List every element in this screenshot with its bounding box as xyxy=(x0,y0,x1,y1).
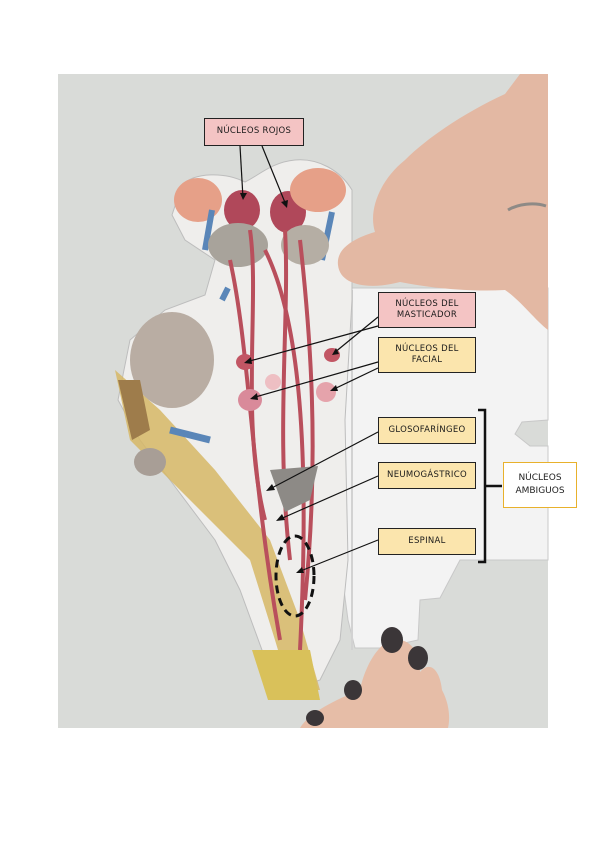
pointer-neumogastrico xyxy=(277,475,379,521)
label-nucleos-ambiguos: NÚCLEOS AMBIGUOS xyxy=(503,462,577,508)
label-nucleos-facial: NÚCLEOS DEL FACIAL xyxy=(378,337,476,373)
nucleus-spot-3 xyxy=(238,389,262,411)
nucleus-spot-5 xyxy=(265,374,281,390)
brown-fiber-left xyxy=(118,380,150,440)
grey-wedge xyxy=(270,466,318,512)
label-nucleos-masticador: NÚCLEOS DEL MASTICADOR xyxy=(378,292,476,328)
fingernail-3 xyxy=(344,680,362,700)
label-espinal: ESPINAL xyxy=(378,528,476,555)
label-neumogastrico: NEUMOGÁSTRICO xyxy=(378,462,476,489)
hand-top-right xyxy=(337,74,548,330)
pointer-facial-2 xyxy=(331,367,379,391)
pointer-arrowheads xyxy=(240,193,339,573)
colliculus-left xyxy=(174,178,222,222)
grey-round-structure xyxy=(134,448,166,476)
colliculus-right xyxy=(290,168,346,212)
ring xyxy=(507,202,547,212)
ambiguos-bracket xyxy=(478,408,502,564)
label-glosofaringeo: GLOSOFARÍNGEO xyxy=(378,417,476,444)
red-nucleus-left xyxy=(224,190,260,230)
grey-structure-right xyxy=(281,225,329,265)
nucleus-spot-4 xyxy=(316,382,336,402)
pointer-rojos-left xyxy=(239,145,244,199)
pointer-masticador-1 xyxy=(245,325,379,363)
nucleus-spot-1 xyxy=(236,354,254,370)
pointer-espinal xyxy=(297,539,379,573)
espinal-dashed-outline xyxy=(274,534,316,618)
grey-mass-left xyxy=(130,312,214,408)
fingernail-4 xyxy=(306,710,324,726)
label-nucleos-rojos: NÚCLEOS ROJOS xyxy=(204,118,304,146)
yellow-nerve-bundle xyxy=(115,370,320,690)
pointer-lines xyxy=(239,145,379,573)
pointer-masticador-2 xyxy=(333,316,379,354)
pointer-rojos-right xyxy=(261,145,287,206)
pointer-facial-1 xyxy=(251,361,379,399)
pointer-glosofaringeo xyxy=(267,431,379,491)
yellow-nerve-roots xyxy=(252,650,320,700)
fingernail-1 xyxy=(381,627,403,653)
grey-structure-upper xyxy=(208,223,268,267)
blue-vessels-lower xyxy=(169,426,211,444)
fingernail-2 xyxy=(408,646,428,670)
